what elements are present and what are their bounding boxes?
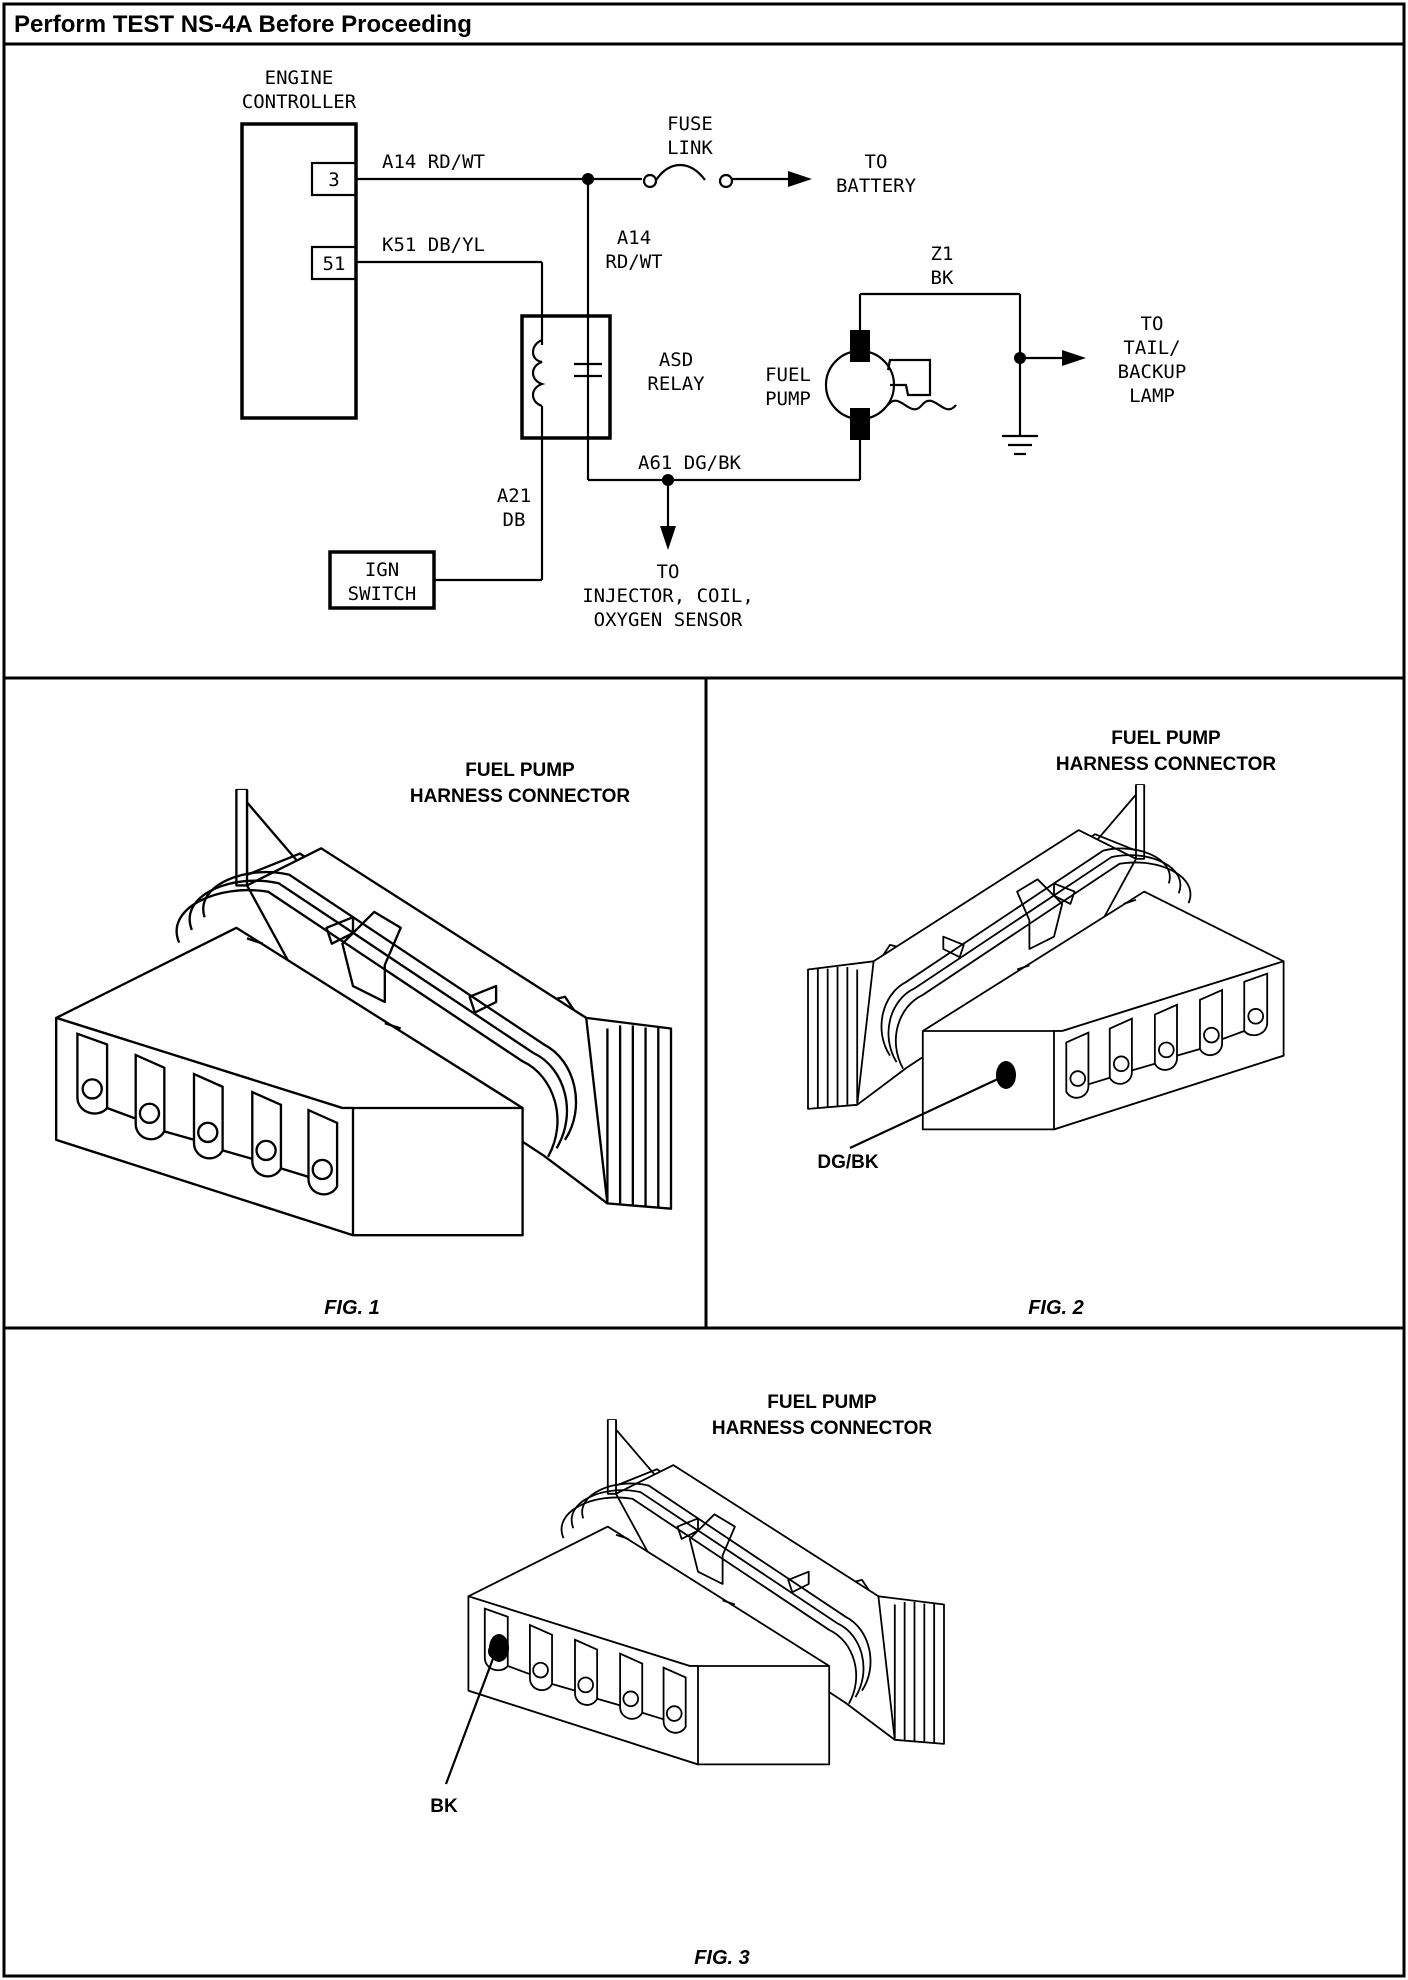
terminal-highlight — [489, 1634, 509, 1662]
figure-title: FUEL PUMP — [767, 1392, 877, 1413]
to-tail-lamp-label: TAIL/ — [1123, 337, 1180, 359]
wire-a21-label: DB — [503, 509, 526, 531]
asd-relay-label: RELAY — [647, 373, 705, 395]
to-injector-label: INJECTOR, COIL, — [582, 585, 754, 607]
figure-title: HARNESS CONNECTOR — [1056, 754, 1277, 775]
figure-title: HARNESS CONNECTOR — [712, 1418, 933, 1439]
to-battery-label: BATTERY — [836, 175, 917, 197]
wire-a14-vertical-label: A14 — [617, 227, 651, 249]
page-title: Perform TEST NS-4A Before Proceeding — [14, 11, 472, 38]
pump-brush-top — [850, 330, 870, 362]
asd-relay-box — [520, 314, 612, 440]
figure-caption: FIG. 3 — [694, 1947, 750, 1969]
wire-z1-label: BK — [931, 267, 954, 289]
fuse-link-label: LINK — [667, 137, 713, 159]
figure-caption: FIG. 1 — [324, 1297, 380, 1319]
wire-a14-label: A14 RD/WT — [382, 151, 485, 173]
figure-title: FUEL PUMP — [465, 760, 575, 781]
fuel-pump-label: FUEL — [765, 364, 811, 386]
harness-connector-drawing — [807, 784, 1285, 1131]
wiring-schematic: ENGINE CONTROLLER 3 51 A14 RD/WT FUSE LI… — [240, 67, 1187, 631]
wire-callout-label: DG/BK — [817, 1152, 879, 1173]
figure-3: FUEL PUMP HARNESS CONNECTOR BK FIG. 3 — [430, 1392, 945, 1969]
tail-lamp-arrow — [1062, 350, 1086, 366]
injector-arrow — [660, 526, 676, 550]
harness-connector-drawing — [467, 1419, 945, 1766]
wire-k51-label: K51 DB/YL — [382, 234, 485, 256]
ign-switch-box — [328, 550, 436, 610]
harness-connector-drawing — [55, 788, 673, 1237]
ign-switch-label: IGN — [365, 559, 399, 581]
pin-51-label: 51 — [323, 253, 346, 275]
wire-a61-label: A61 DG/BK — [638, 452, 742, 474]
to-tail-lamp-label: BACKUP — [1118, 361, 1187, 383]
ground-icon — [1002, 434, 1038, 456]
engine-controller-label: ENGINE — [265, 67, 334, 89]
pump-brush-bottom — [850, 408, 870, 440]
asd-relay-label: ASD — [659, 349, 693, 371]
fuel-pump-label: PUMP — [765, 388, 811, 410]
fuse-link-label: FUSE — [667, 113, 713, 135]
to-battery-label: TO — [865, 151, 888, 173]
figure-1: FUEL PUMP HARNESS CONNECTOR FIG. 1 — [55, 760, 673, 1319]
figure-title: HARNESS CONNECTOR — [410, 786, 631, 807]
to-injector-label: OXYGEN SENSOR — [594, 609, 743, 631]
figure-2: FUEL PUMP HARNESS CONNECTOR DG/BK FIG. 2 — [807, 728, 1285, 1319]
wire-a21-label: A21 — [497, 485, 531, 507]
wire-a14-vertical-label: RD/WT — [605, 251, 662, 273]
battery-arrow — [788, 171, 812, 187]
pin-3-label: 3 — [328, 169, 339, 191]
terminal-highlight — [996, 1061, 1016, 1089]
wire-z1-label: Z1 — [931, 243, 954, 265]
wire-callout-label: BK — [430, 1796, 458, 1817]
figure-title: FUEL PUMP — [1111, 728, 1221, 749]
to-tail-lamp-label: LAMP — [1129, 385, 1175, 407]
figure-caption: FIG. 2 — [1028, 1297, 1084, 1319]
engine-controller-label: CONTROLLER — [242, 91, 357, 113]
ign-switch-label: SWITCH — [348, 583, 417, 605]
to-tail-lamp-label: TO — [1141, 313, 1164, 335]
to-injector-label: TO — [657, 561, 680, 583]
